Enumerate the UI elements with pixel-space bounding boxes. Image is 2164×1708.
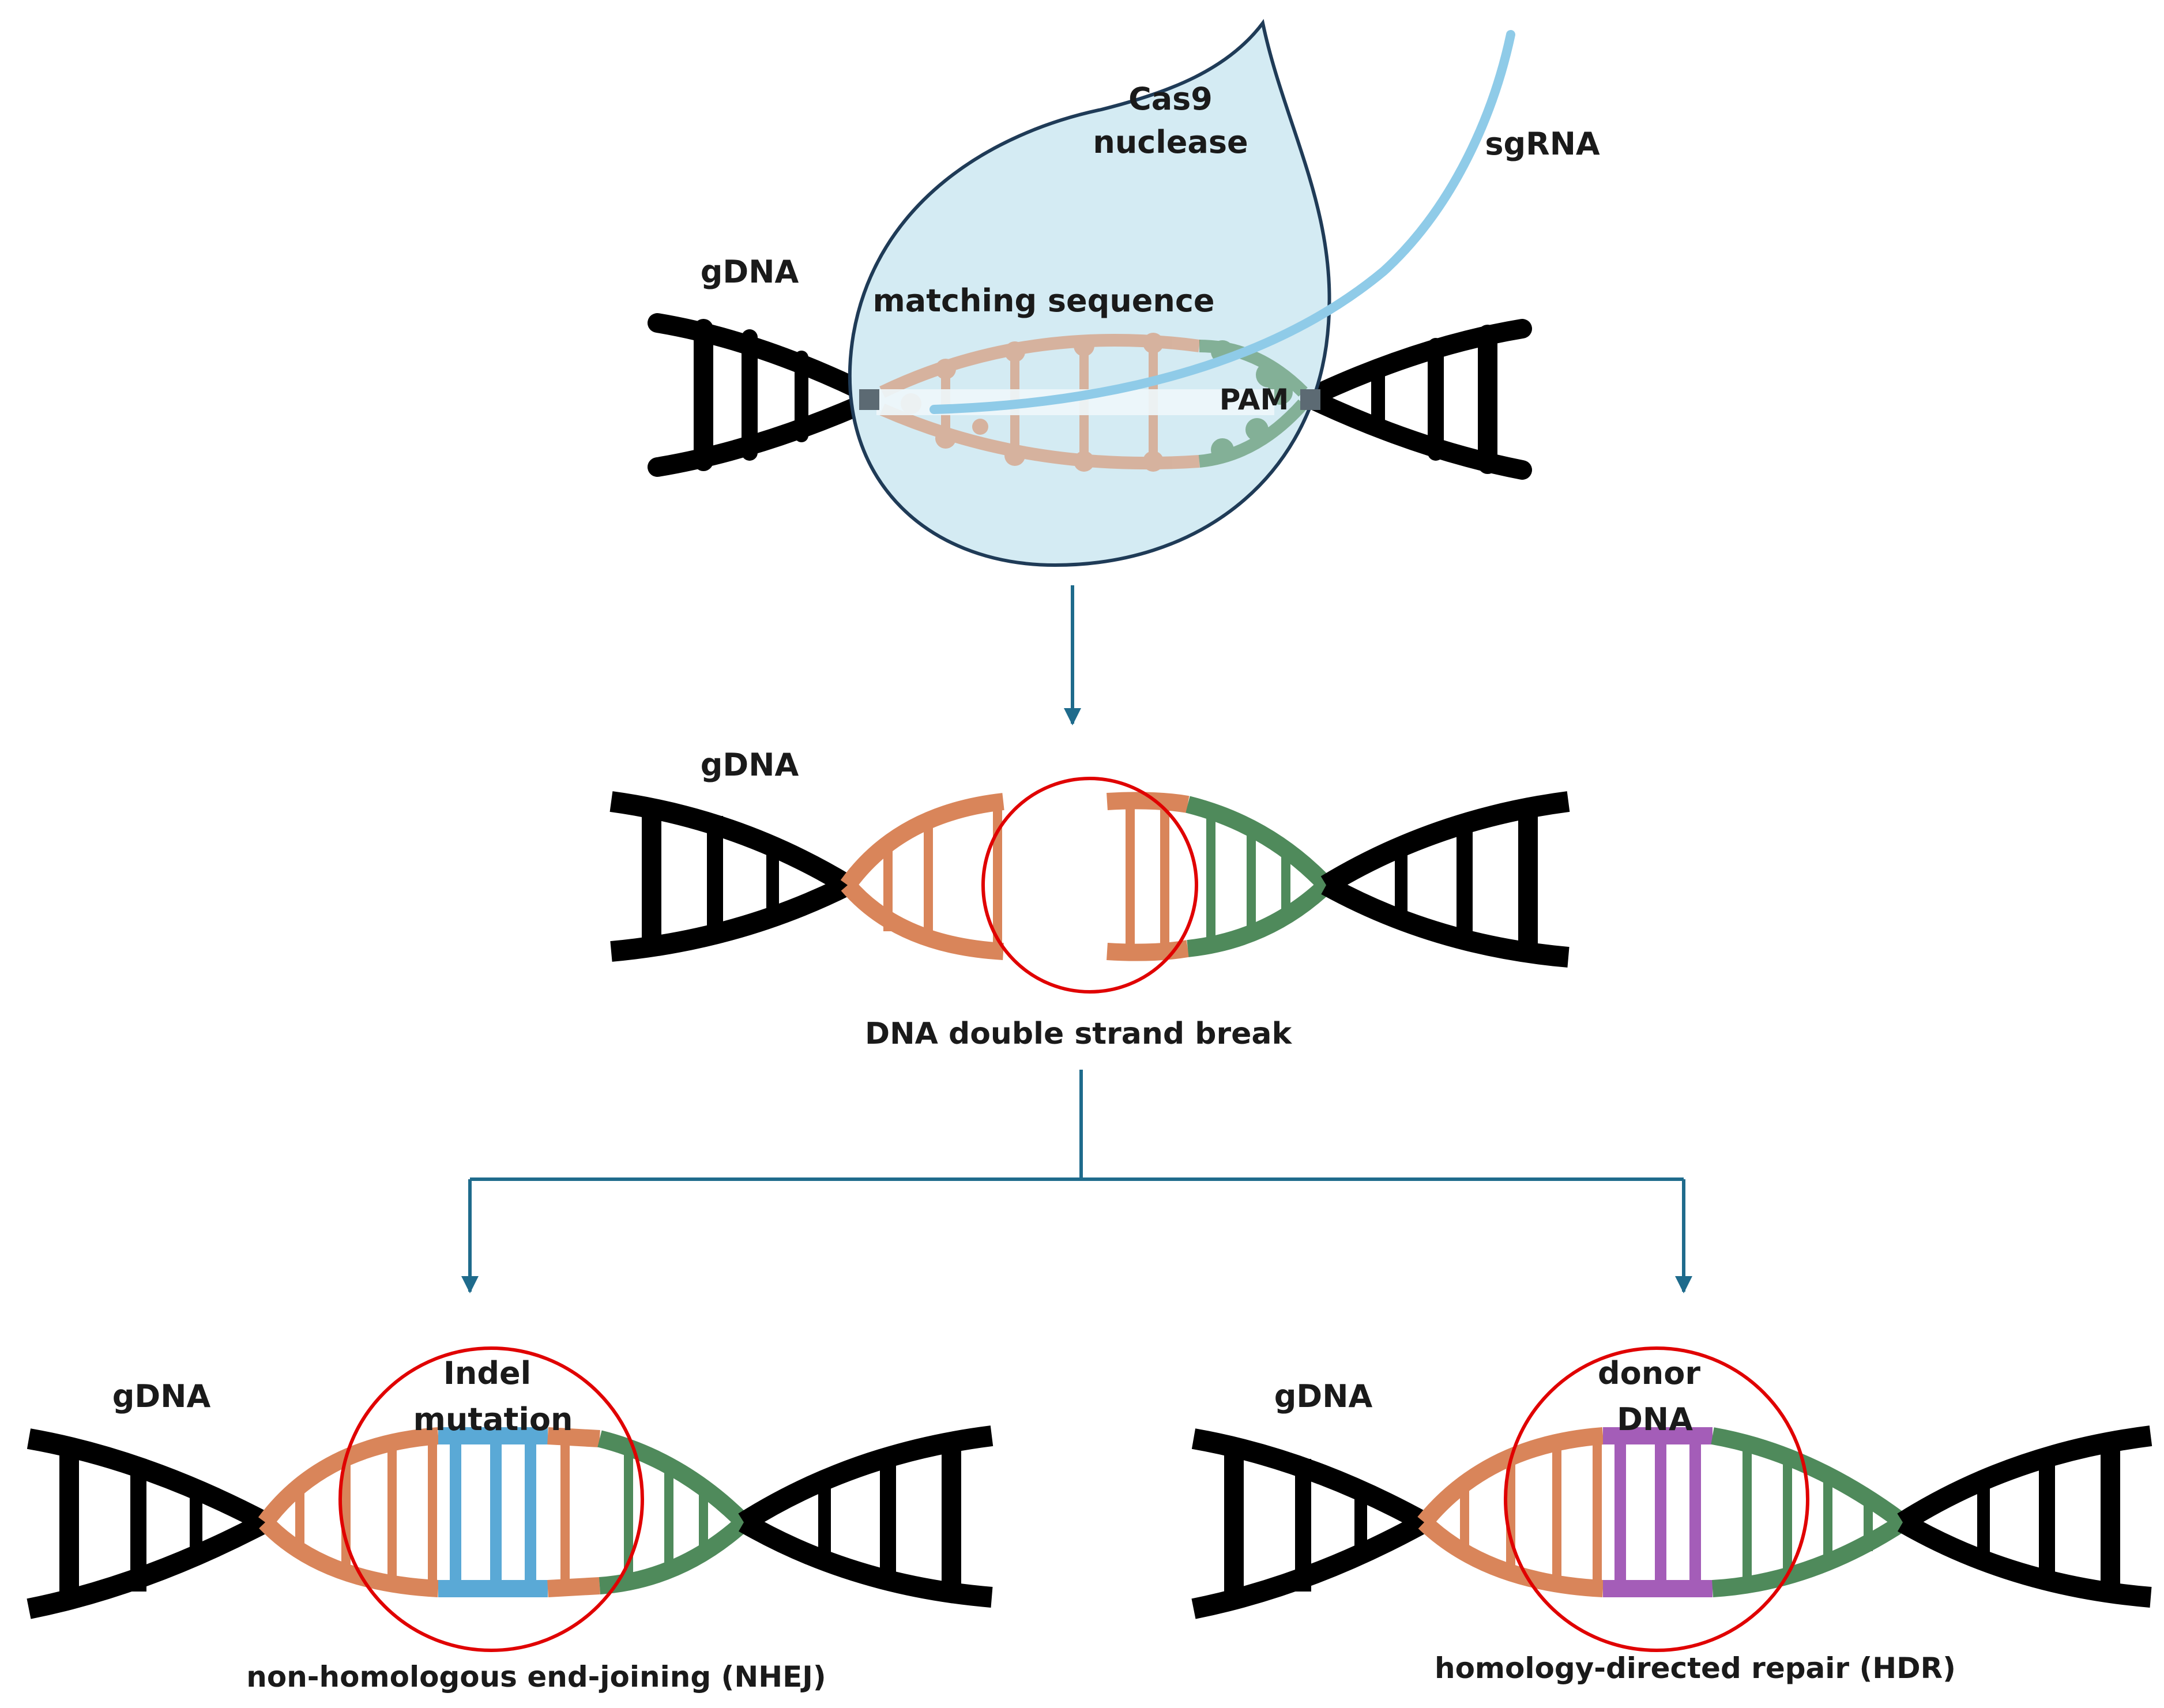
matching-sequence-label: matching sequence xyxy=(873,283,1215,319)
mid-dna-right-black xyxy=(1320,791,1570,968)
mid-dna-left-black xyxy=(609,791,853,962)
nhej-highlight-circle xyxy=(338,1346,644,1652)
right-connector xyxy=(1300,389,1320,410)
top-dna-right-black xyxy=(1299,319,1532,480)
left-connector xyxy=(859,389,879,410)
middle-panel: gDNA DNA double strand break xyxy=(609,747,1570,1051)
donor-label: donor xyxy=(1598,1355,1700,1391)
hdr-label: homology-directed repair (HDR) xyxy=(1435,1651,1956,1685)
nuclease-label: nuclease xyxy=(1093,124,1248,160)
top-dna-left-black xyxy=(648,313,888,477)
hdr-highlight-circle xyxy=(1504,1346,1809,1652)
mutation-label: mutation xyxy=(413,1401,573,1438)
mid-dna-green xyxy=(1186,796,1333,957)
indel-label: Indel xyxy=(443,1355,531,1391)
nhej-label: non-homologous end-joining (NHEJ) xyxy=(246,1660,826,1694)
sgrna-strand xyxy=(929,30,1515,414)
gdna-label-top: gDNA xyxy=(701,254,799,290)
gdna-label-right: gDNA xyxy=(1274,1378,1373,1414)
cas9-label: Cas9 xyxy=(1128,81,1213,117)
hdr-panel: gDNA donor DNA homology-directed repair … xyxy=(1191,1346,2152,1685)
gdna-label-middle: gDNA xyxy=(701,747,799,783)
hdr-dna-purple-donor xyxy=(1603,1427,1713,1597)
nhej-dna-right-black xyxy=(738,1425,993,1608)
nhej-dna-left-black xyxy=(27,1428,270,1619)
hdr-dna-left-black xyxy=(1191,1428,1429,1619)
pam-label: PAM xyxy=(1220,383,1289,416)
mid-dna-orange-right xyxy=(1107,792,1190,961)
dna-label: DNA xyxy=(1617,1401,1693,1438)
hdr-dna-green xyxy=(1711,1427,1908,1597)
hdr-dna-orange xyxy=(1417,1427,1604,1597)
hdr-dna-right-black xyxy=(1897,1425,2152,1608)
nhej-dna-orange xyxy=(258,1427,439,1597)
gdna-label-left: gDNA xyxy=(112,1378,211,1414)
mid-dna-orange-left xyxy=(840,793,1004,960)
nhej-dna-orange-right xyxy=(547,1427,600,1597)
branch-arrows xyxy=(461,1070,1692,1293)
dsb-label: DNA double strand break xyxy=(865,1017,1293,1051)
dsb-highlight-circle xyxy=(981,777,1198,994)
top-panel: Cas9 nuclease sgRNA gDNA matching sequen… xyxy=(648,18,1600,567)
nhej-dna-blue-indel xyxy=(438,1427,548,1597)
nhej-panel: gDNA Indel mutation non-homologous end-j… xyxy=(27,1346,993,1694)
sgrna-label: sgRNA xyxy=(1485,126,1600,162)
nhej-dna-green xyxy=(597,1430,750,1594)
cas9-nuclease-shape xyxy=(848,18,1331,567)
